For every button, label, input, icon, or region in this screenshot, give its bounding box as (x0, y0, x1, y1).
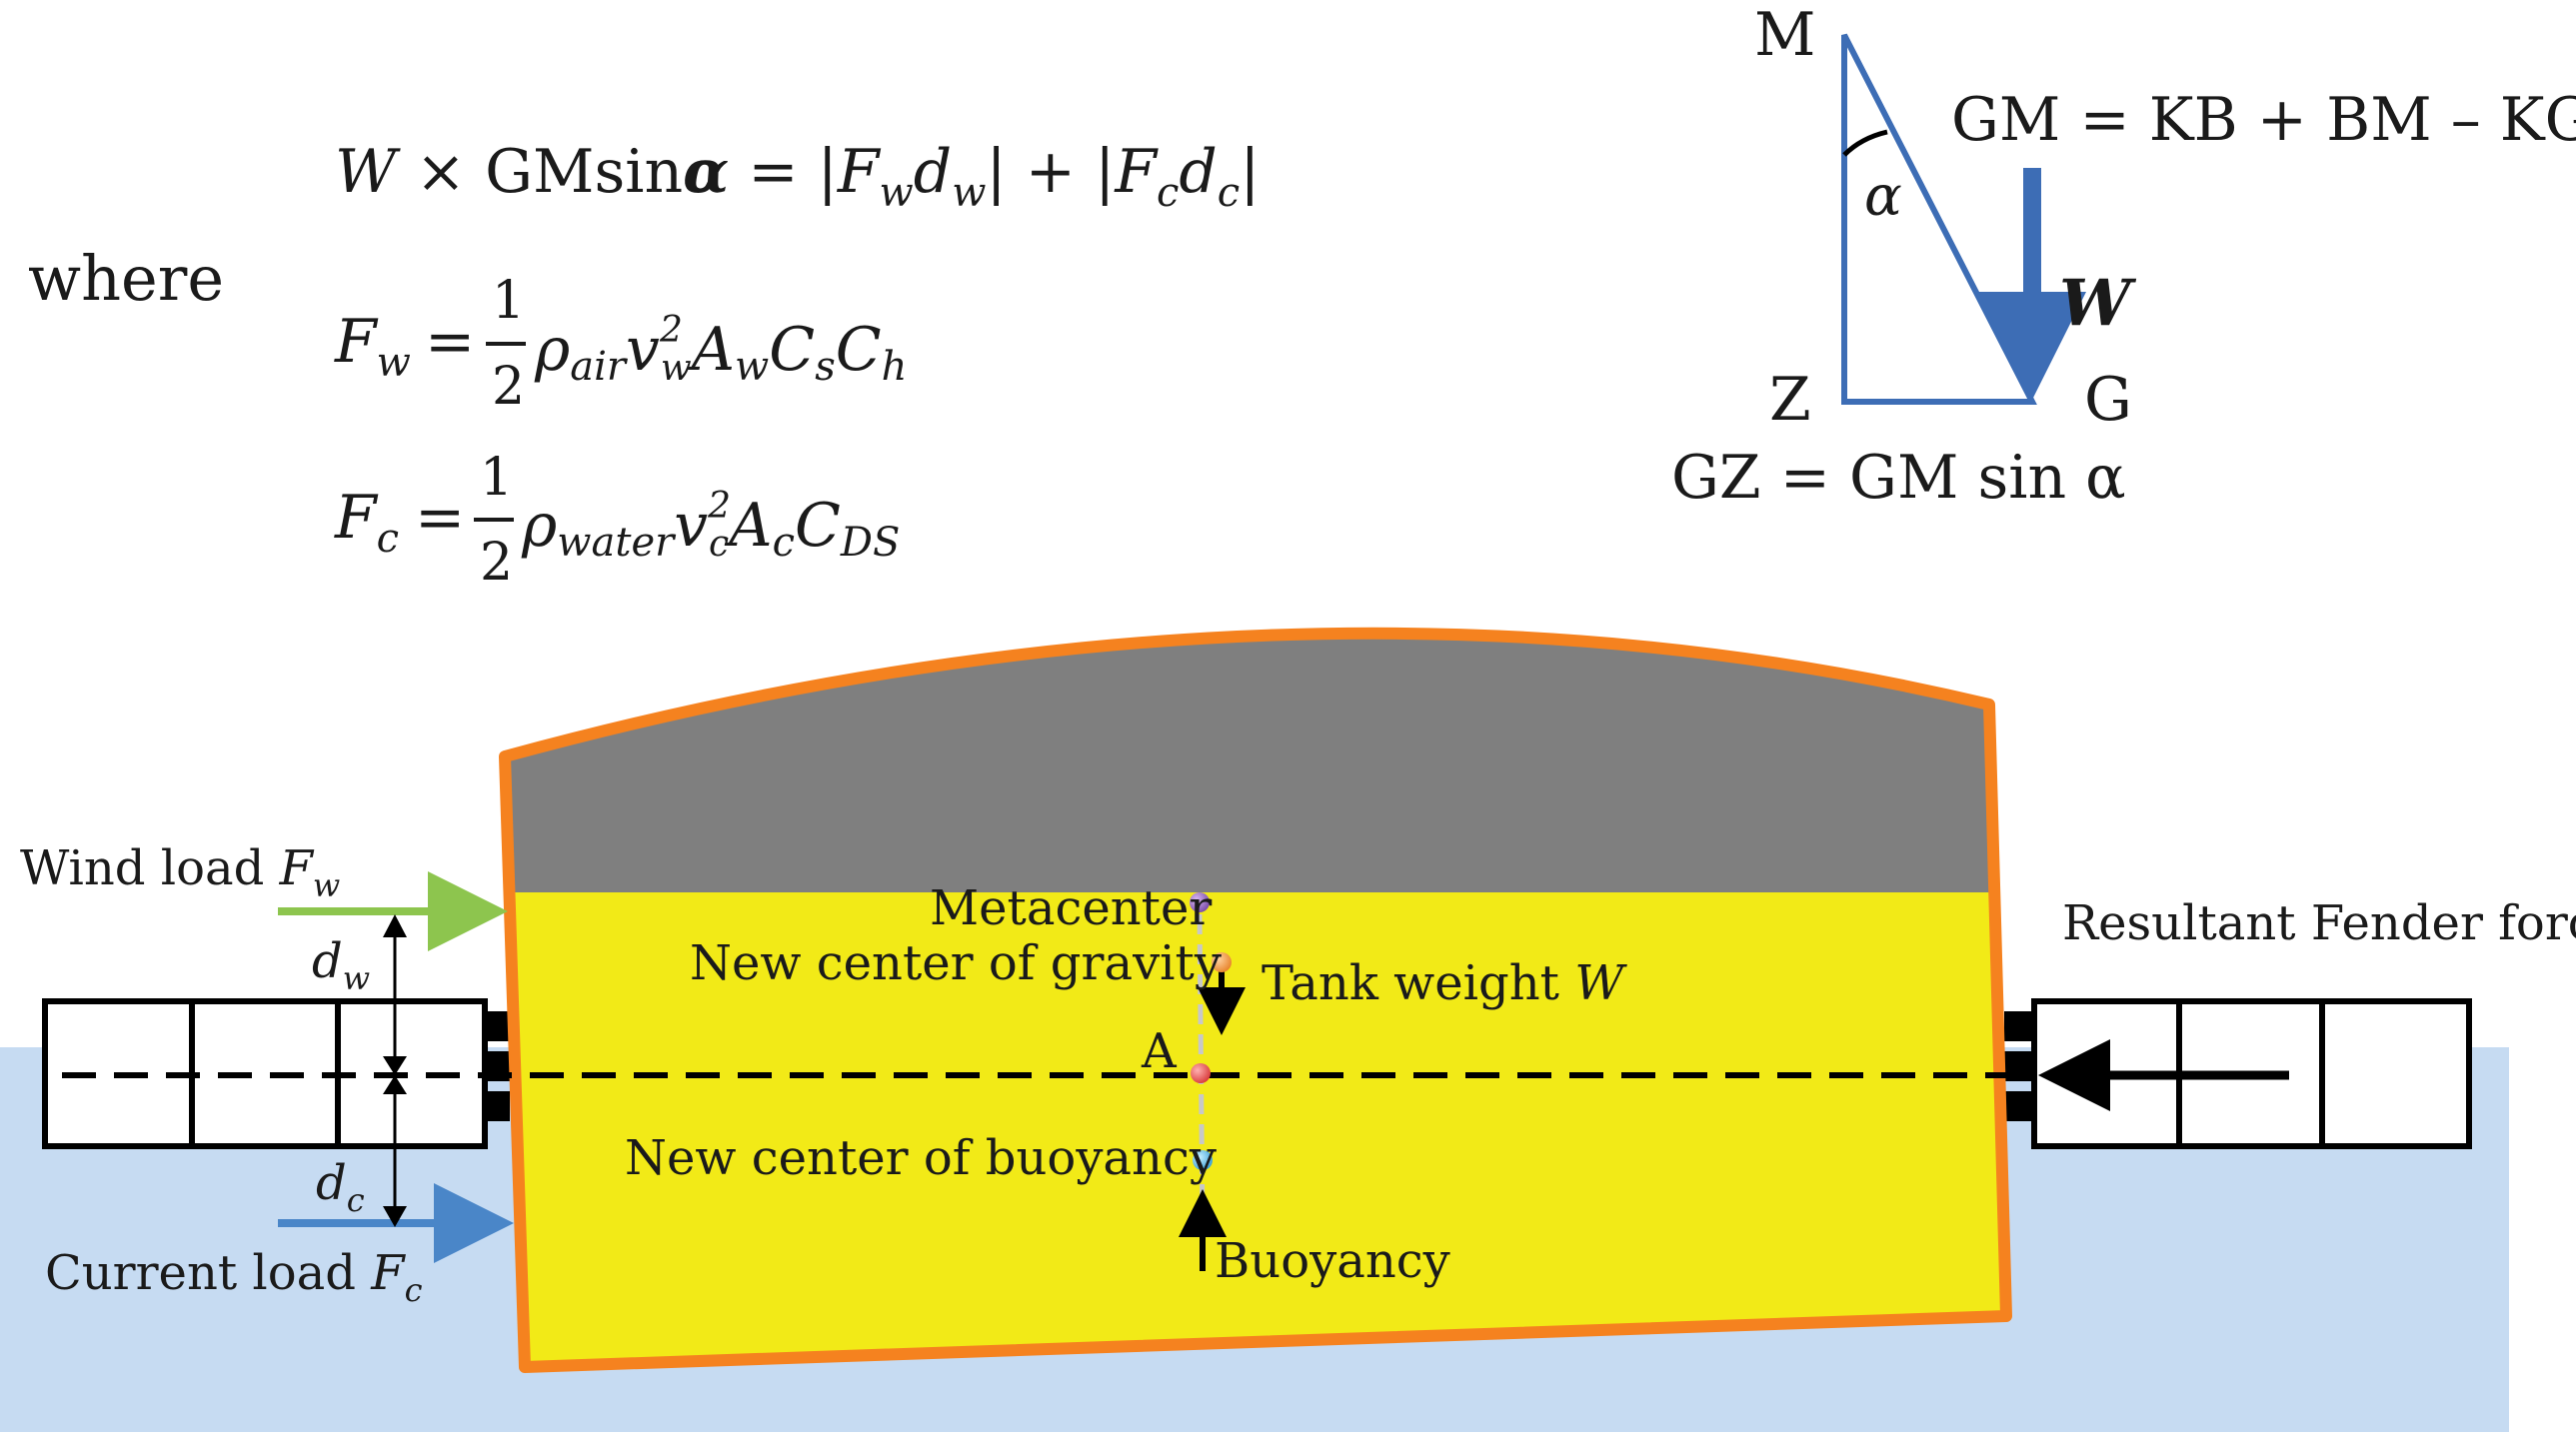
triangle-alpha-label: α (1864, 164, 1902, 229)
svg-text:Fc: Fc (334, 483, 399, 562)
equation-moment: W × GMsinα = |Fwdw| + |Fcdc| (335, 137, 1260, 216)
new-buoyancy-label: New center of buoyancy (625, 1130, 1217, 1186)
metacenter-dot (1190, 892, 1210, 912)
left-pontoon (42, 998, 510, 1149)
tank-weight-label: Tank weight W (1262, 955, 1627, 1011)
wind-load-label: Wind load Fw (20, 840, 340, 904)
svg-text:2: 2 (492, 357, 525, 417)
svg-text:=: = (425, 307, 475, 377)
new-gravity-dot (1212, 952, 1232, 972)
stability-triangle (1841, 33, 2086, 405)
svg-text:1: 1 (480, 448, 513, 508)
tank-outline (499, 627, 2012, 1373)
gm-equation: GM = KB + BM – KG (1951, 85, 2576, 155)
new-buoyancy-dot (1193, 1150, 1213, 1170)
triangle-z-label: Z (1769, 365, 1811, 435)
dc-label: dc (316, 1155, 365, 1219)
gz-equation: GZ = GM sin α (1671, 443, 2126, 513)
tank-roof (505, 633, 1991, 892)
svg-text:1: 1 (492, 271, 525, 331)
svg-text:Fw: Fw (334, 307, 411, 386)
dimension-dc (383, 1075, 407, 1227)
point-a-dot (1191, 1063, 1211, 1083)
triangle-m-label: M (1754, 0, 1815, 70)
dw-label: dw (312, 933, 370, 997)
tank-body (510, 892, 2006, 1367)
triangle-w-label: W (2059, 266, 2137, 341)
svg-text:=: = (415, 483, 465, 553)
point-a-label: A (1141, 1023, 1178, 1079)
dimension-dw (383, 914, 407, 1075)
triangle-g-label: G (2084, 365, 2132, 435)
metacenter-label: Metacenter (930, 880, 1212, 936)
fender-label: Resultant Fender force (2062, 895, 2576, 951)
svg-text:2: 2 (480, 533, 513, 593)
tank (499, 627, 2012, 1373)
new-gravity-label: New center of gravity (690, 935, 1222, 991)
buoyancy-label: Buoyancy (1215, 1233, 1450, 1289)
where-label: where (28, 242, 224, 315)
current-load-label: Current load Fc (45, 1245, 423, 1309)
